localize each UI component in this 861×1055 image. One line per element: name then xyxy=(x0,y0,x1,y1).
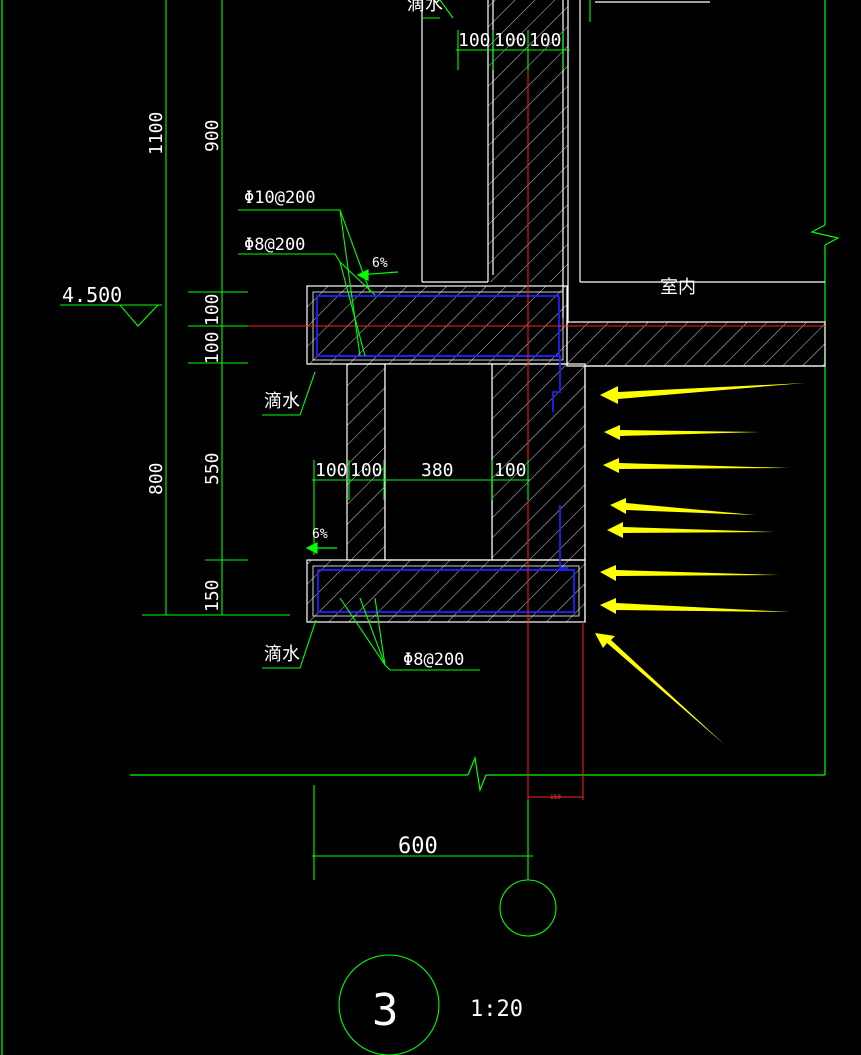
dim-v-150: 150 xyxy=(202,579,223,612)
drip-label-bottom: 滴水 xyxy=(264,644,300,665)
dim-top-100-a: 100 xyxy=(458,30,491,51)
dim-h-100-a: 100 xyxy=(315,460,348,481)
drip-label-mid: 滴水 xyxy=(264,391,300,412)
rebar-label-top-1: Φ10@200 xyxy=(244,188,316,208)
dim-v-1100: 1100 xyxy=(146,112,167,155)
load-arrows xyxy=(595,383,805,745)
load-arrow xyxy=(600,598,790,614)
labels: 4.500 室内 滴水 滴水 滴水 Φ10@200 Φ8@200 Φ8@200 … xyxy=(62,0,696,1036)
dimension-lines xyxy=(60,0,591,1055)
room-label: 室内 xyxy=(660,277,696,298)
axis-lines xyxy=(188,40,825,800)
dim-v-900: 900 xyxy=(202,119,223,152)
dim-v-800: 800 xyxy=(146,462,167,495)
elevation-label: 4.500 xyxy=(62,283,122,307)
detail-number: 3 xyxy=(372,985,399,1036)
top-slab xyxy=(306,285,826,367)
small-dim-text: 150 xyxy=(550,794,561,801)
slope-label-top: 6% xyxy=(372,256,388,271)
dimension-texts: 100 100 100 1100 900 100 100 800 550 150… xyxy=(146,30,562,859)
load-arrow xyxy=(610,498,755,515)
load-arrow xyxy=(607,522,775,538)
rebar xyxy=(316,295,575,613)
dim-h-380: 380 xyxy=(421,460,454,481)
slope-label-bottom: 6% xyxy=(312,527,328,542)
dim-top-100-c: 100 xyxy=(529,30,562,51)
load-arrow xyxy=(600,383,805,404)
load-arrow xyxy=(603,458,790,473)
dim-h-100-c: 100 xyxy=(494,460,527,481)
load-arrow xyxy=(600,565,780,581)
rebar-label-bottom: Φ8@200 xyxy=(403,650,464,670)
scale-label: 1:20 xyxy=(470,997,523,1022)
rebar-label-top-2: Φ8@200 xyxy=(244,235,305,255)
load-arrow xyxy=(595,633,725,745)
side-wall xyxy=(346,363,825,622)
dim-v-100-b: 100 xyxy=(202,331,223,364)
dim-v-550: 550 xyxy=(202,452,223,485)
dim-bottom-600: 600 xyxy=(398,834,438,859)
dim-v-100-a: 100 xyxy=(202,293,223,326)
drip-label-top: 滴水 xyxy=(407,0,443,15)
slope-arrows xyxy=(305,269,399,554)
dim-top-100-b: 100 xyxy=(494,30,527,51)
dim-h-100-b: 100 xyxy=(350,460,383,481)
load-arrow xyxy=(604,425,760,440)
